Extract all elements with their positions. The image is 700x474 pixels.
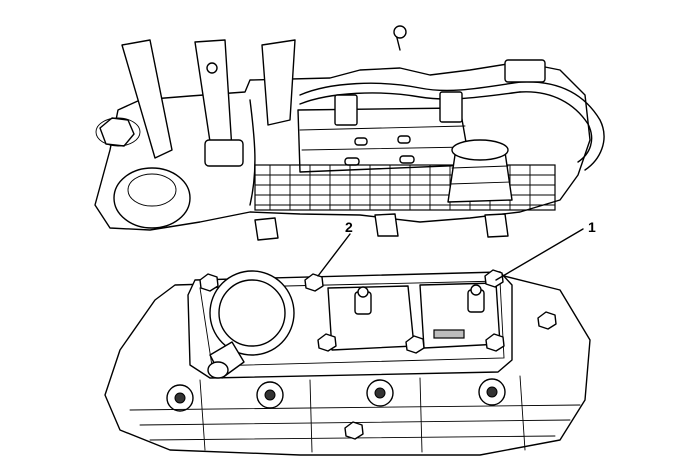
hose-top-inner bbox=[299, 91, 521, 105]
vent-canister-top bbox=[451, 139, 509, 161]
lower-engine-assembly bbox=[104, 269, 591, 456]
hex-bolt-bottom bbox=[344, 421, 364, 440]
lifting-bracket-right bbox=[261, 39, 296, 126]
hose-right-inner bbox=[519, 91, 593, 163]
rail-slot bbox=[344, 157, 360, 166]
reservoir-cap bbox=[113, 167, 191, 229]
callout-label-2: 2 bbox=[345, 219, 353, 235]
upper-studs bbox=[254, 213, 509, 241]
rail-slot bbox=[399, 155, 415, 164]
leader-line-2 bbox=[317, 233, 351, 277]
bolt-top-head bbox=[393, 25, 407, 39]
head-bolts-row bbox=[166, 378, 506, 412]
reservoir-cap-ring bbox=[127, 173, 177, 207]
canister-ribs bbox=[449, 165, 511, 185]
rail-slot bbox=[354, 137, 368, 146]
upper-engine-assembly bbox=[94, 25, 605, 241]
bracket-fitting bbox=[334, 94, 358, 126]
nut-washer bbox=[95, 117, 141, 147]
valve-cover-bolts bbox=[199, 269, 557, 354]
valve-cover-gasket bbox=[199, 280, 505, 367]
connector-top-right bbox=[504, 59, 546, 83]
callout-label-1: 1 bbox=[588, 219, 596, 235]
bracket-fitting bbox=[439, 91, 463, 123]
hose-right bbox=[519, 81, 605, 171]
hose-pipe-left bbox=[249, 99, 256, 206]
bracket-hole bbox=[206, 62, 218, 74]
hose-top bbox=[299, 81, 521, 96]
rail-block-ribs bbox=[299, 125, 469, 151]
callout-2: 2 bbox=[317, 219, 353, 277]
coil-post-bolt bbox=[357, 286, 369, 298]
rail-slot bbox=[397, 135, 411, 144]
leader-line-1 bbox=[495, 228, 584, 281]
cap-spout-end bbox=[207, 361, 229, 379]
callout-1: 1 bbox=[495, 219, 596, 281]
label-plate bbox=[433, 329, 465, 339]
coil-post-bolt bbox=[470, 284, 482, 296]
sensor-connector-left bbox=[204, 139, 244, 167]
lifting-bracket-left bbox=[121, 39, 173, 159]
oil-filler-cap-inner bbox=[218, 279, 286, 347]
